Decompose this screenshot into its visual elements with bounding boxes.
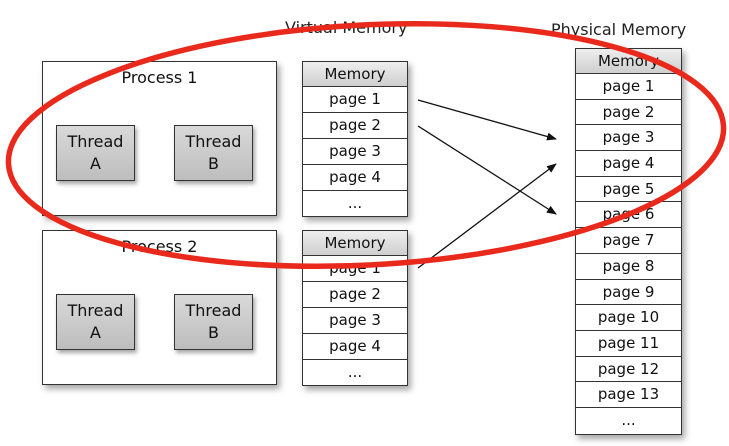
mapping-arrow-p2-page1 [417, 163, 557, 269]
physical-page: page 3 [576, 125, 681, 152]
thread-id: B [208, 323, 219, 342]
thread-label: Thread [67, 301, 124, 320]
physical-memory-header: Memory [576, 49, 681, 74]
process-1-thread-b: Thread B [174, 125, 253, 181]
memory-page: page 1 [303, 87, 407, 113]
memory-page: page 2 [303, 282, 407, 308]
thread-label: Thread [185, 132, 242, 151]
process-2-thread-b: Thread B [174, 294, 253, 350]
virtual-memory-table-2: Memory page 1 page 2 page 3 page 4 ... [302, 230, 408, 386]
physical-page: page 4 [576, 151, 681, 177]
process-2-title: Process 2 [121, 237, 198, 256]
virtual-memory-label: Virtual Memory [285, 18, 408, 37]
physical-page: page 8 [576, 254, 681, 280]
memory-page: page 4 [303, 334, 407, 360]
process-2-box: Process 2 Thread A Thread B [42, 230, 277, 385]
physical-page: page 11 [576, 331, 681, 357]
thread-label: Thread [67, 132, 124, 151]
physical-page: page 6 [576, 202, 681, 229]
memory-page-ellipsis: ... [347, 194, 363, 212]
physical-memory-table: Memory page 1 page 2 page 3 page 4 page … [575, 48, 682, 435]
physical-page-ellipsis: ... [621, 410, 636, 429]
memory-page: page 1 [303, 256, 407, 282]
physical-page: page 12 [576, 357, 681, 383]
mapping-arrow-p1-page1 [417, 99, 557, 141]
physical-page: page 5 [576, 177, 681, 203]
memory-page-ellipsis: ... [347, 363, 363, 381]
physical-page: page 7 [576, 228, 681, 254]
virtual-memory-table-1: Memory page 1 page 2 page 3 page 4 ... [302, 61, 408, 217]
thread-id: B [208, 154, 219, 173]
memory-page: page 4 [303, 165, 407, 191]
thread-id: A [90, 154, 101, 173]
thread-id: A [90, 323, 101, 342]
physical-page: page 9 [576, 280, 681, 306]
process-1-box: Process 1 Thread A Thread B [42, 61, 277, 216]
physical-page: page 10 [576, 305, 681, 331]
thread-label: Thread [185, 301, 242, 320]
physical-memory-label: Physical Memory [551, 20, 687, 39]
memory-table-header: Memory [303, 231, 407, 256]
physical-page: page 2 [576, 100, 681, 126]
memory-page: page 3 [303, 139, 407, 165]
memory-table-header: Memory [303, 62, 407, 87]
process-1-thread-a: Thread A [56, 125, 135, 181]
physical-page: page 13 [576, 382, 681, 408]
process-2-thread-a: Thread A [56, 294, 135, 350]
physical-page: page 1 [576, 74, 681, 100]
mapping-arrow-p1-page2 [417, 125, 557, 215]
memory-page: page 2 [303, 113, 407, 139]
process-1-title: Process 1 [121, 68, 198, 87]
memory-page: page 3 [303, 308, 407, 334]
